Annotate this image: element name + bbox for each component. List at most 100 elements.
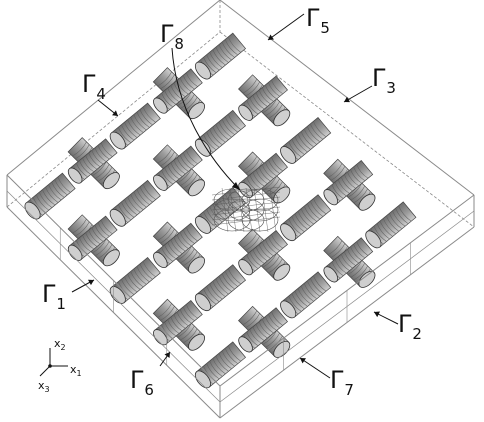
fiber-bundle-a xyxy=(194,264,247,312)
fiber-ring xyxy=(242,310,258,326)
fiber-ring xyxy=(182,229,195,244)
fiber-ring xyxy=(82,235,95,250)
fiber-end xyxy=(102,172,120,190)
label-gamma-8: Γ8 xyxy=(160,20,184,53)
fiber-ring xyxy=(142,106,156,123)
fiber-ring xyxy=(215,201,229,218)
fiber-ring xyxy=(227,345,242,362)
fiber-ring xyxy=(97,145,110,160)
fiber-ring xyxy=(271,234,283,249)
inclusion-wire xyxy=(241,188,279,212)
fiber-bundle-a xyxy=(280,271,332,319)
fiber-end xyxy=(153,174,168,191)
fiber-ring xyxy=(157,226,172,241)
fiber-ring xyxy=(183,328,198,344)
fiber-ring xyxy=(340,176,353,192)
fiber-ring xyxy=(288,295,302,312)
inclusion-wire xyxy=(221,187,229,233)
fiber-ring xyxy=(215,278,229,295)
fiber-ring xyxy=(79,237,91,252)
fiber-ring xyxy=(75,144,90,160)
fiber-ring xyxy=(130,194,144,210)
fiber-ring xyxy=(164,244,177,259)
fiber-ring xyxy=(173,314,186,329)
fiber-ring xyxy=(255,324,268,339)
fiber-ring xyxy=(258,321,271,336)
fiber-ring xyxy=(265,316,277,331)
fiber-body xyxy=(194,341,247,389)
axis-label-x1: x1 xyxy=(70,363,82,378)
fiber-ring xyxy=(297,133,311,150)
fiber-ring xyxy=(306,126,321,143)
fiber-ring xyxy=(224,39,238,56)
fiber-end xyxy=(280,146,297,164)
label-gamma-4: Γ4 xyxy=(82,70,106,103)
fiber-ring xyxy=(221,119,235,135)
fiber-ring xyxy=(327,240,343,256)
fiber-body xyxy=(153,145,203,191)
fiber-ring xyxy=(265,162,277,177)
fiber-ring xyxy=(379,220,393,237)
fiber-ring xyxy=(182,152,195,167)
fiber-ring xyxy=(91,227,104,242)
fiber-ring xyxy=(224,348,238,364)
fiber-ring xyxy=(392,210,406,227)
inclusion-wire xyxy=(211,186,281,196)
fiber-ring xyxy=(157,71,172,87)
fiber-body xyxy=(194,32,247,80)
fiber-end xyxy=(109,131,126,150)
fiber-bundle-a xyxy=(365,201,417,249)
fiber-ring xyxy=(246,177,259,192)
fiber-ring xyxy=(76,162,88,178)
fiber-ring xyxy=(261,87,274,102)
fiber-ring xyxy=(170,85,183,100)
fiber-ring xyxy=(182,306,195,321)
fiber-bundle-a xyxy=(67,138,118,184)
fiber-ring xyxy=(337,179,350,194)
fiber-ring xyxy=(173,237,186,252)
fiber-ring xyxy=(340,254,353,269)
fiber-ring xyxy=(82,157,95,173)
inclusion-wire xyxy=(211,196,281,206)
fiber-ring xyxy=(294,290,308,307)
fiber-ring xyxy=(209,206,223,223)
fiber-ring xyxy=(265,101,280,116)
fiber-bundle-a xyxy=(323,237,374,283)
fiber-ring xyxy=(39,192,53,208)
fiber-ring xyxy=(92,161,107,176)
fiber-body xyxy=(238,307,288,353)
fiber-ring xyxy=(224,116,238,133)
fiber-ring xyxy=(261,319,274,334)
coordinate-axes xyxy=(39,348,68,377)
fiber-ring xyxy=(300,285,314,302)
central-inclusion xyxy=(211,186,281,233)
fiber-ring xyxy=(350,185,366,201)
fiber-ring xyxy=(164,321,177,337)
fiber-ring xyxy=(177,323,192,338)
inclusion-wire xyxy=(241,198,279,222)
fiber-end xyxy=(109,208,126,227)
fiber-body xyxy=(323,160,374,206)
fiber-body xyxy=(365,201,417,249)
leader-gamma-4-head xyxy=(112,110,118,116)
fiber-ring xyxy=(180,325,195,341)
inclusion-wire xyxy=(261,187,269,233)
fiber-body xyxy=(194,109,247,157)
axis-origin xyxy=(48,364,52,368)
fiber-end xyxy=(153,97,168,114)
fiber-ring xyxy=(385,215,400,232)
fiber-end xyxy=(358,270,376,288)
fiber-ring xyxy=(252,172,265,187)
leader-gamma-2-head xyxy=(374,311,380,318)
inclusion-wire xyxy=(213,188,251,212)
fiber-ring xyxy=(130,271,144,288)
fiber-ring xyxy=(209,283,223,300)
fiber-ring xyxy=(373,225,387,242)
fiber-body xyxy=(67,138,118,184)
fiber-ring xyxy=(327,163,343,178)
fiber-ring xyxy=(183,174,198,189)
fiber-ring xyxy=(303,128,317,145)
fiber-end xyxy=(273,263,291,281)
fiber-ring xyxy=(221,41,235,58)
fiber-ring xyxy=(167,87,180,103)
